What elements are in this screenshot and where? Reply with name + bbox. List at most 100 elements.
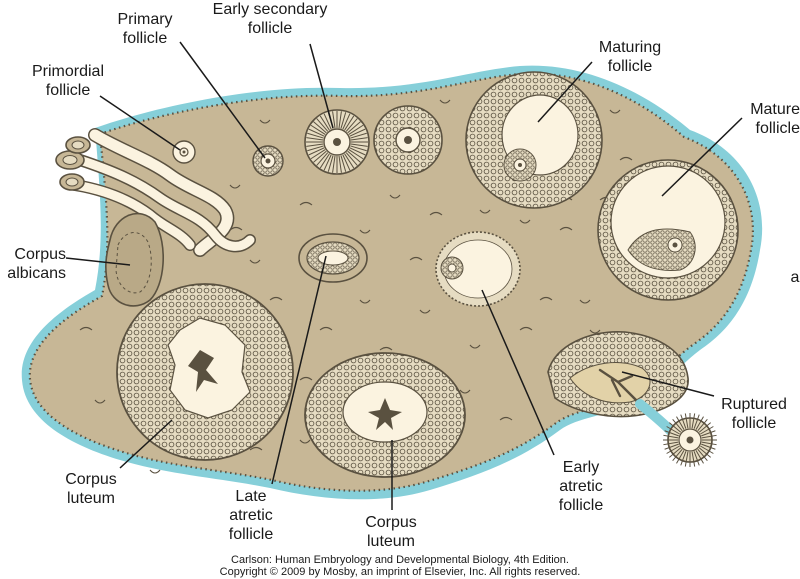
label-corpus-luteum-left: Corpus luteum (56, 470, 126, 508)
stroma-fiber (469, 344, 481, 349)
radial-stroke (308, 147, 325, 156)
leader-corpus-albicans (65, 257, 131, 266)
stroma-fiber (379, 346, 393, 351)
stroma-fiber (619, 156, 633, 161)
label-line: Early secondary (212, 1, 328, 18)
label-line: albicans (7, 265, 66, 282)
leader-mature (661, 117, 743, 197)
radial-stroke (319, 115, 330, 131)
radial-stroke (323, 154, 332, 171)
early-secondary-follicle (304, 109, 370, 175)
label-line: luteum (66, 490, 116, 507)
leader-late-atretic (271, 255, 327, 485)
label-line: follicle (228, 526, 274, 543)
stroma-fiber (589, 329, 601, 334)
stroma-fiber (229, 184, 241, 189)
radial-stroke (350, 132, 367, 139)
radial-stroke (666, 445, 680, 454)
radial-stroke (340, 112, 347, 129)
stroma-fiber (419, 309, 431, 314)
early-atretic-follicle (435, 231, 521, 307)
radial-stroke (340, 155, 347, 172)
radial-stroke (664, 430, 679, 437)
radial-stroke (308, 128, 325, 137)
radial-stroke (347, 121, 361, 134)
stroma-fiber (94, 399, 106, 404)
credit-line-2: Copyright © 2009 by Mosby, an imprint of… (219, 566, 581, 578)
radial-stroke (350, 137, 368, 141)
radial-stroke (698, 447, 712, 458)
corpus-albicans (105, 212, 164, 307)
stroma-fiber (269, 296, 283, 301)
radial-stroke (319, 153, 330, 169)
radial-stroke (701, 434, 717, 439)
leader-early-atretic (481, 289, 555, 456)
stroma-fiber (439, 99, 451, 104)
stroma-fiber (359, 229, 371, 234)
stroma-fiber (559, 226, 573, 231)
stroma-fiber (319, 326, 333, 331)
radial-stroke (350, 145, 367, 152)
radial-stroke (349, 147, 366, 156)
stroma-fiber (259, 119, 271, 124)
radial-stroke (342, 113, 351, 130)
radial-stroke (672, 418, 683, 432)
stroma-fiber (79, 326, 93, 331)
label-primary-follicle: Primary follicle (107, 10, 183, 48)
radial-stroke (347, 150, 361, 163)
stroma-fiber (459, 389, 471, 394)
radial-stroke (684, 451, 689, 467)
radial-stroke (307, 145, 324, 152)
radial-stroke (697, 448, 708, 462)
label-ruptured-follicle: Ruptured follicle (712, 395, 796, 433)
stroma-fiber (299, 439, 311, 444)
radial-stroke (676, 416, 685, 430)
radial-stroke (345, 118, 358, 132)
radial-stroke (313, 121, 327, 134)
radial-stroke (348, 124, 364, 135)
radial-stroke (313, 150, 327, 163)
radial-stroke (344, 115, 355, 131)
stroma-fiber (519, 219, 531, 224)
radial-stroke (691, 451, 696, 467)
radial-stroke (676, 450, 685, 464)
radial-stroke (663, 441, 679, 446)
label-primordial-follicle: Primordial follicle (24, 62, 112, 100)
radial-stroke (695, 450, 704, 464)
radial-stroke (306, 143, 324, 147)
stroma-fiber (429, 211, 443, 216)
stroma-fiber (539, 296, 553, 301)
label-line: follicle (731, 415, 777, 432)
stroma-fiber (519, 326, 533, 331)
radial-stroke (338, 155, 342, 173)
stroma-fiber (409, 256, 423, 261)
radial-stroke (350, 143, 368, 147)
credit-line-1: Carlson: Human Embryology and Developmen… (231, 554, 569, 566)
label-line: atretic (229, 507, 273, 524)
stroma-fiber (249, 446, 263, 451)
radial-stroke (316, 118, 329, 132)
radial-stroke (700, 426, 714, 435)
ruptured-follicle (547, 331, 689, 437)
radial-stroke (323, 113, 332, 130)
label-line: follicle (122, 30, 168, 47)
late-atretic-follicle (298, 233, 368, 283)
label-line: Early (562, 459, 600, 476)
leader-ruptured (621, 371, 715, 397)
radial-stroke (693, 414, 700, 429)
label-line: Maturing (598, 39, 662, 56)
label-mature-follicle: Mature follicle (724, 100, 800, 138)
label-line: Mature (750, 101, 800, 118)
label-maturing-follicle: Maturing follicle (586, 38, 674, 76)
leader-corpus-luteum-left (119, 419, 173, 469)
corpus-luteum-small (304, 352, 466, 478)
radial-stroke (701, 443, 716, 450)
radial-stroke (668, 447, 682, 458)
radial-stroke (672, 448, 683, 462)
label-corpus-luteum-bottom: Corpus luteum (356, 513, 426, 551)
radial-stroke (663, 434, 679, 439)
radial-stroke (310, 124, 326, 135)
label-line: Corpus (65, 471, 117, 488)
